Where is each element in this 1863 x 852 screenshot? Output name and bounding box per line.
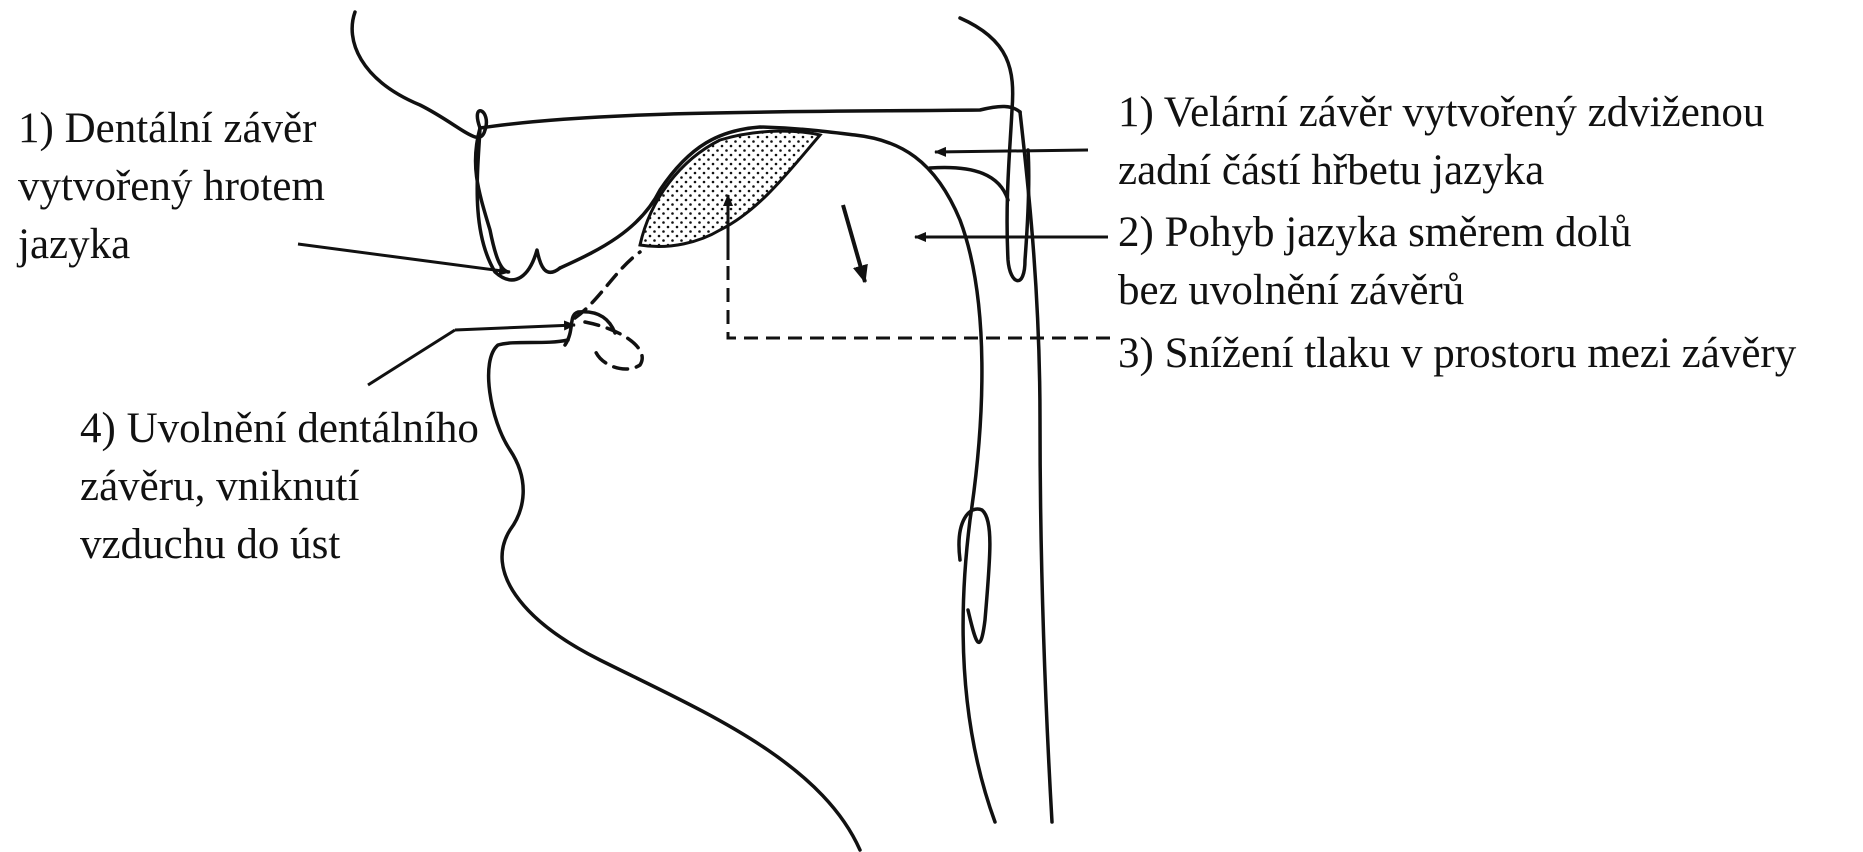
label-dental-closure-line-1: 1) Dentální závěr: [18, 100, 325, 158]
hard-palate: [480, 106, 1020, 128]
label-dental-release-line-2: závěru, vniknutí: [80, 458, 479, 516]
release-leader: [368, 330, 455, 385]
velar-closure-leader: [935, 150, 1088, 152]
pressure-region-dashed: [728, 200, 1115, 338]
label-velar-closure-line-2: zadní částí hřbetu jazyka: [1118, 142, 1764, 200]
label-tongue-movement: 2) Pohyb jazyka směrem dolů bez uvolnění…: [1118, 204, 1632, 320]
air-space-fill: [640, 131, 820, 246]
tongue-movement-arrow: [843, 205, 865, 282]
label-dental-closure-line-3: jazyka: [18, 216, 325, 274]
label-dental-release-line-1: 4) Uvolnění dentálního: [80, 400, 479, 458]
lower-lip-outline: [489, 340, 860, 850]
tongue-outline: [560, 127, 995, 822]
nasopharynx-outline: [960, 18, 1029, 281]
tongue-tip-release-dashed: [575, 252, 642, 369]
pharyngeal-wall: [1020, 112, 1052, 822]
label-dental-release: 4) Uvolnění dentálního závěru, vniknutí …: [80, 400, 479, 574]
dental-closure-leader: [298, 244, 510, 272]
label-tongue-movement-line-1: 2) Pohyb jazyka směrem dolů: [1118, 204, 1632, 262]
label-pressure-drop-line-1: 3) Snížení tlaku v prostoru mezi závěry: [1118, 325, 1796, 383]
label-dental-closure: 1) Dentální závěr vytvořený hrotem jazyk…: [18, 100, 325, 274]
label-tongue-movement-line-2: bez uvolnění závěrů: [1118, 262, 1632, 320]
label-dental-release-line-3: vzduchu do úst: [80, 516, 479, 574]
label-dental-closure-line-2: vytvořený hrotem: [18, 158, 325, 216]
nose-outline: [352, 12, 508, 272]
label-velar-closure: 1) Velární závěr vytvořený zdviženou zad…: [1118, 84, 1764, 200]
release-leader-horizontal: [455, 325, 575, 330]
label-pressure-drop: 3) Snížení tlaku v prostoru mezi závěry: [1118, 325, 1796, 383]
upper-lip-outline: [477, 128, 560, 280]
label-velar-closure-line-1: 1) Velární závěr vytvořený zdviženou: [1118, 84, 1764, 142]
